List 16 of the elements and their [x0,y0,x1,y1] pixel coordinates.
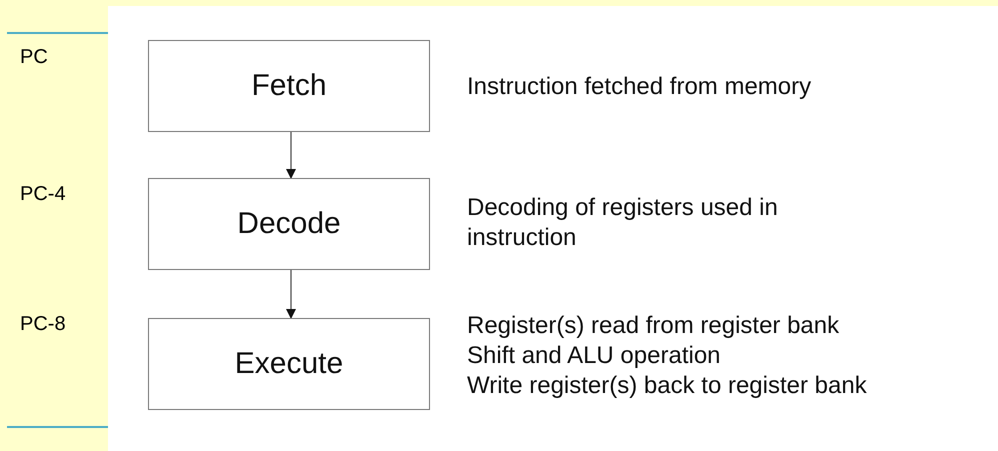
stage-name: Decode [237,207,341,241]
stage-description: Write register(s) back to register bank [467,371,867,401]
stage-name: Execute [234,347,344,381]
address-label: PC-4 [20,183,66,206]
process-box [148,40,430,132]
stage-description: Instruction fetched from memory [467,72,812,102]
address-label: PC [20,46,48,69]
address-label: PC-8 [20,313,66,336]
stage-description: Decoding of registers used in instruction [467,193,779,253]
process-box [148,318,430,410]
arrow [286,132,296,179]
arrow [286,270,296,319]
stage-name: Fetch [251,69,327,103]
stage-description: Shift and ALU operation [467,341,722,371]
process-box [148,178,430,270]
stage-description: Register(s) read from register bank [467,311,840,341]
